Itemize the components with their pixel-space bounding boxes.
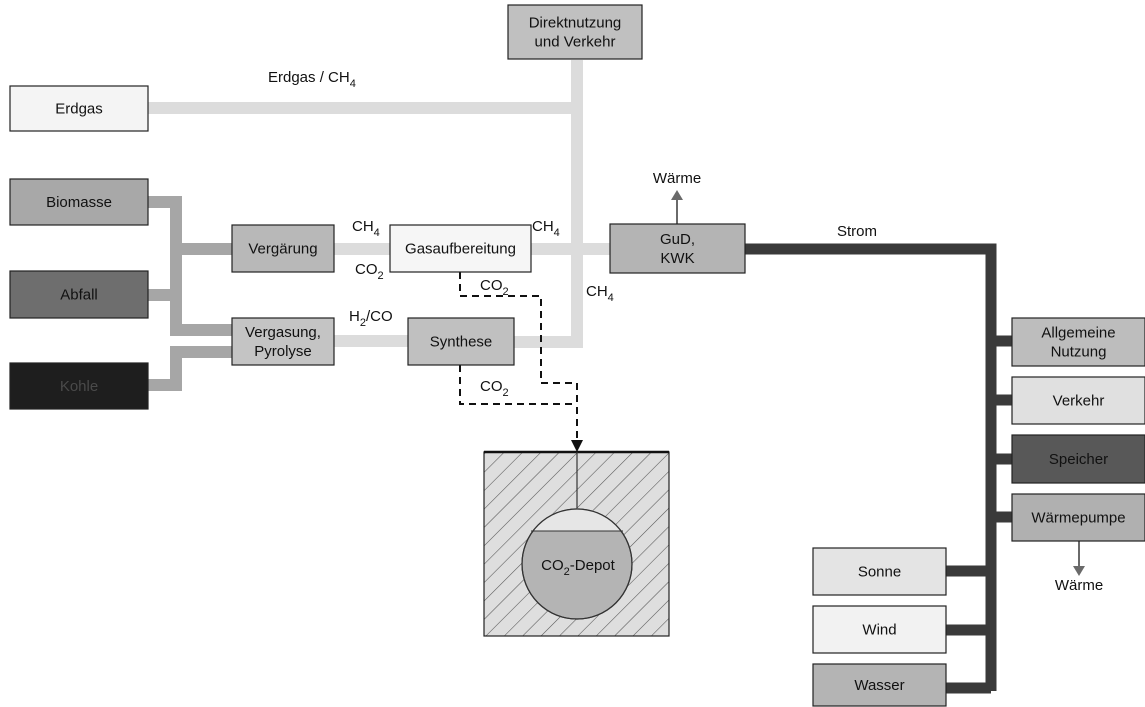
- node-vergaerung: Vergärung: [231, 224, 335, 273]
- co2-paths: [459, 272, 578, 440]
- label-co2-left: CO2: [355, 261, 384, 282]
- feed-to-vergasung-line: [170, 249, 232, 336]
- wind-label-line: Wind: [862, 622, 896, 639]
- strom-lines: [745, 243, 1012, 694]
- biomasse-line: [148, 196, 232, 255]
- label-waerme-bottom: Wärme: [1055, 577, 1103, 594]
- kohle-box: [9, 362, 149, 410]
- direktnutzung-box: [507, 4, 643, 60]
- co2-gas-path: [459, 272, 578, 440]
- kohle-label-line: Kohle: [60, 378, 98, 395]
- gasaufbereitung-label-line: Gasaufbereitung: [405, 241, 516, 258]
- allgemeine-label-line: Nutzung: [1051, 344, 1107, 361]
- waermepumpe-box: [1011, 493, 1145, 542]
- erdgas-label-line: Erdgas: [55, 101, 103, 118]
- node-direktnutzung: Direktnutzung und Verkehr: [507, 4, 643, 60]
- gas-lines: [148, 60, 610, 348]
- sonne-box: [812, 547, 947, 596]
- kohle-line: [148, 346, 232, 391]
- vergasung-box: [231, 317, 335, 366]
- gud-box: [609, 223, 746, 274]
- verkehr-box: [1011, 376, 1145, 425]
- node-abfall: Abfall: [9, 270, 149, 319]
- biomasse-box: [9, 178, 149, 226]
- co2-synth-path: [459, 365, 577, 405]
- direktnutzung-label-line: und Verkehr: [535, 34, 616, 51]
- allgemeine-label-line: Allgemeine: [1041, 325, 1115, 342]
- erdgas-box: [9, 85, 149, 132]
- node-kohle: Kohle: [9, 362, 149, 410]
- wasser-box: [812, 663, 947, 707]
- co2-depot: CO2-Depot: [483, 450, 670, 637]
- label-waerme-top: Wärme: [653, 170, 701, 187]
- waermepumpe-label-line: Wärmepumpe: [1031, 510, 1125, 527]
- gud-label-line: GuD,: [660, 231, 695, 248]
- synthese-box: [407, 317, 515, 366]
- speicher-label-line: Speicher: [1049, 451, 1108, 468]
- node-sonne: Sonne: [812, 547, 947, 596]
- depot-reservoir-outline: [521, 508, 633, 620]
- heat-arrows: [671, 190, 1085, 576]
- depot-label: CO2-Depot: [541, 557, 615, 578]
- feedstock-lines: [148, 196, 232, 391]
- abfall-box: [9, 270, 149, 319]
- label-h2co: H2/CO: [349, 308, 393, 329]
- sonne-label-line: Sonne: [858, 564, 901, 581]
- waerme-top-arrowhead: [671, 190, 683, 200]
- allgemeine-box: [1011, 317, 1145, 367]
- node-erdgas: Erdgas: [9, 85, 149, 132]
- strom-main-line: [745, 243, 997, 691]
- wind-box: [812, 605, 947, 654]
- wasser-label-line: Wasser: [854, 677, 904, 694]
- node-speicher: Speicher: [1011, 434, 1145, 484]
- node-wasser: Wasser: [812, 663, 947, 707]
- label-ch4-right: CH4: [532, 218, 560, 239]
- waerme-bottom-arrowhead: [1073, 566, 1085, 576]
- node-synthese: Synthese: [407, 317, 515, 366]
- boxes: Direktnutzung und Verkehr Erdgas Biomasse…: [9, 4, 1145, 707]
- label-ch4-synth: CH4: [586, 283, 614, 304]
- biomasse-label-line: Biomasse: [46, 194, 112, 211]
- verkehr-label-line: Verkehr: [1053, 393, 1105, 410]
- speicher-box: [1011, 434, 1145, 484]
- gud-label-line: KWK: [660, 250, 694, 267]
- vergasung-label-line: Pyrolyse: [254, 343, 312, 360]
- label-erdgas-ch4: Erdgas / CH4: [268, 69, 356, 90]
- label-co2-gas: CO2: [480, 277, 509, 298]
- direktnutzung-label-line: Direktnutzung: [529, 15, 622, 32]
- node-waermepumpe: Wärmepumpe: [1011, 493, 1145, 542]
- node-vergasung: Vergasung, Pyrolyse: [231, 317, 335, 366]
- node-gud: GuD, KWK: [609, 223, 746, 274]
- node-wind: Wind: [812, 605, 947, 654]
- node-biomasse: Biomasse: [9, 178, 149, 226]
- label-ch4-left: CH4: [352, 218, 380, 239]
- vergaerung-box: [231, 224, 335, 273]
- node-verkehr: Verkehr: [1011, 376, 1145, 425]
- co2-arrowhead: [571, 440, 583, 452]
- vergaerung-label-line: Vergärung: [248, 241, 317, 258]
- synthese-label-line: Synthese: [430, 334, 493, 351]
- label-co2-synth: CO2: [480, 378, 509, 399]
- abfall-label-line: Abfall: [60, 287, 98, 304]
- node-gasaufbereitung: Gasaufbereitung: [389, 224, 532, 273]
- flow-labels: Erdgas / CH4 CH4 CH4 CO2 CO2 CH4 H2/CO C…: [268, 69, 1103, 594]
- vergasung-label-line: Vergasung,: [245, 324, 321, 341]
- gasaufbereitung-box: [389, 224, 532, 273]
- label-strom: Strom: [837, 223, 877, 240]
